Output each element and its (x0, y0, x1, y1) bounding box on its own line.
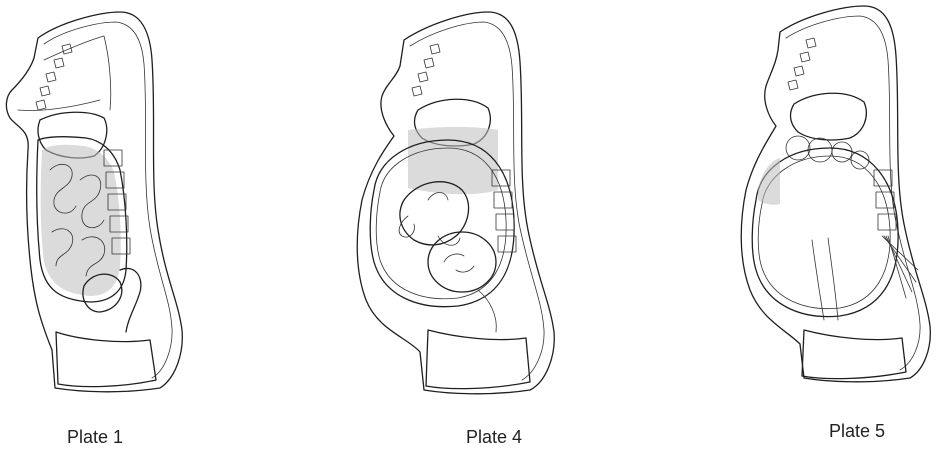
plate-4-caption: Plate 4 (466, 427, 522, 448)
plate-5-illustration (728, 0, 952, 395)
plate-1-caption: Plate 1 (67, 427, 123, 448)
plate-4-illustration (348, 0, 588, 395)
plate-5-caption: Plate 5 (829, 421, 885, 442)
plate-1-illustration (0, 0, 220, 395)
